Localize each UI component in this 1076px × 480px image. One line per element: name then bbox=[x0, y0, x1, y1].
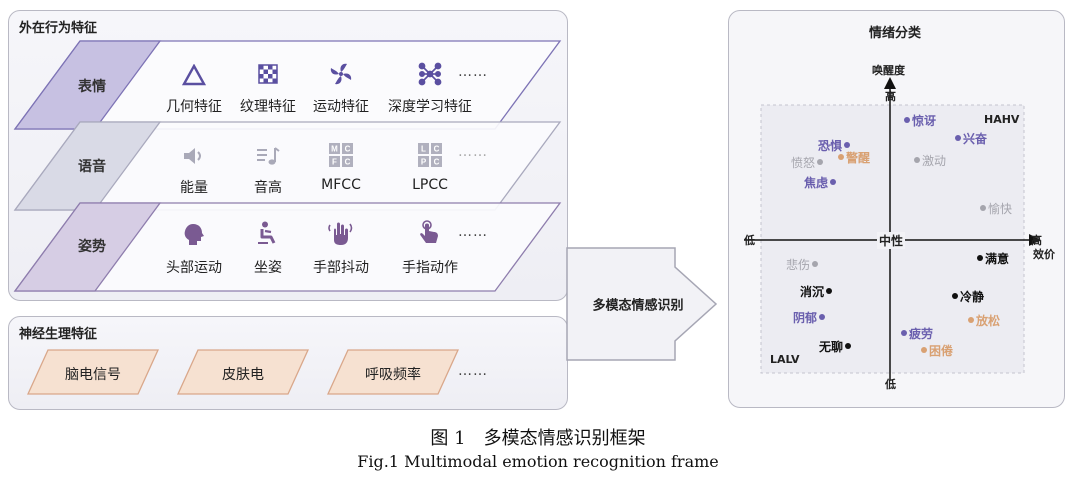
figure-caption-cn: 图 1 多模态情感识别框架 bbox=[430, 428, 646, 449]
emotion-label: 困倦 bbox=[929, 344, 954, 358]
lpcc-icon-letter: L bbox=[421, 145, 426, 154]
waving-hand-icon bbox=[328, 222, 353, 245]
emotion-label: 无聊 bbox=[818, 340, 843, 354]
feature-label-head-motion: 头部运动 bbox=[166, 260, 222, 276]
more-ellipsis: …… bbox=[458, 363, 488, 379]
y-axis-low: 低 bbox=[885, 378, 896, 391]
arrow-shape bbox=[566, 247, 718, 361]
mfcc-icon-letter: M bbox=[331, 145, 338, 154]
sitting-person-icon bbox=[258, 221, 276, 244]
mfcc-icon-letter: C bbox=[345, 158, 351, 167]
emotion-dot bbox=[830, 179, 836, 185]
emotion-panel-title: 情绪分类 bbox=[868, 26, 922, 41]
feature-label-mfcc: MFCC bbox=[321, 177, 361, 193]
emotion-dot bbox=[819, 314, 825, 320]
arrow-label: 多模态情感识别 bbox=[592, 298, 684, 314]
lpcc-icon-letter: P bbox=[421, 158, 427, 167]
category-expression: 表情 bbox=[78, 79, 106, 95]
emotion-dot bbox=[952, 293, 958, 299]
physio-label-eeg: 脑电信号 bbox=[65, 367, 121, 383]
emotion-label: 放松 bbox=[976, 314, 1001, 328]
lpcc-grid-icon: L C P C bbox=[418, 143, 442, 167]
y-axis-label: 唤醒度 bbox=[872, 64, 905, 77]
emotion-label: 消沉 bbox=[799, 285, 824, 299]
head-icon bbox=[184, 224, 204, 245]
emotion-label: 疲劳 bbox=[909, 327, 934, 341]
emotion-dot bbox=[901, 330, 907, 336]
mfcc-icon-letter: F bbox=[332, 158, 337, 167]
category-voice: 语音 bbox=[78, 159, 106, 175]
emotion-label: 兴奋 bbox=[963, 132, 988, 146]
emotion-label: 焦虑 bbox=[803, 176, 828, 190]
emotion-dot bbox=[968, 317, 974, 323]
emotion-dot bbox=[845, 343, 851, 349]
emotion-dot bbox=[844, 142, 850, 148]
physio-label-respiration: 呼吸频率 bbox=[365, 367, 421, 383]
more-ellipsis: …… bbox=[458, 64, 488, 80]
lpcc-icon-letter: C bbox=[434, 158, 440, 167]
x-axis-label: 效价 bbox=[1033, 248, 1055, 261]
triangle-icon bbox=[182, 64, 206, 86]
center-neutral: 中性 bbox=[877, 232, 906, 249]
emotion-dot bbox=[812, 261, 818, 267]
emotion-label: 警醒 bbox=[846, 151, 871, 165]
checker-texture-icon bbox=[258, 64, 278, 84]
x-axis-high: 高 bbox=[1031, 234, 1042, 247]
pointing-finger-icon bbox=[420, 220, 438, 243]
layer-tab-posture bbox=[13, 202, 162, 292]
emotion-label: 愤怒 bbox=[790, 156, 815, 170]
x-axis-low: 低 bbox=[744, 234, 755, 247]
physio-box-respiration bbox=[326, 349, 460, 395]
emotion-label: 冷静 bbox=[960, 290, 985, 304]
emotion-dot bbox=[921, 347, 927, 353]
emotion-dot bbox=[838, 154, 844, 160]
emotion-label: 满意 bbox=[985, 252, 1010, 266]
emotion-dot bbox=[980, 205, 986, 211]
behavior-panel-title: 外在行为特征 bbox=[19, 21, 98, 36]
emotion-label: 阴郁 bbox=[792, 311, 817, 325]
neural-pattern-icon bbox=[418, 62, 442, 86]
category-posture: 姿势 bbox=[78, 239, 106, 255]
emotion-dot bbox=[817, 159, 823, 165]
emotion-dot bbox=[955, 135, 961, 141]
y-axis-high: 高 bbox=[885, 90, 896, 103]
music-note-icon bbox=[257, 147, 280, 165]
lpcc-icon-letter: C bbox=[434, 145, 440, 154]
feature-label-texture: 纹理特征 bbox=[240, 99, 296, 115]
figure-caption-en: Fig.1 Multimodal emotion recognition fra… bbox=[357, 452, 719, 471]
emotion-dot bbox=[904, 117, 910, 123]
physio-label-eda: 皮肤电 bbox=[222, 367, 264, 383]
feature-label-deep-learning: 深度学习特征 bbox=[388, 99, 472, 115]
feature-label-energy: 能量 bbox=[180, 180, 208, 196]
mfcc-icon-letter: C bbox=[345, 145, 351, 154]
emotion-dot bbox=[826, 288, 832, 294]
emotion-dot bbox=[977, 255, 983, 261]
quadrant-hahv: HAHV bbox=[984, 113, 1020, 126]
more-ellipsis: …… bbox=[458, 224, 488, 240]
physio-box-eeg bbox=[26, 349, 160, 395]
pinwheel-icon bbox=[330, 63, 352, 85]
quadrant-lalv: LALV bbox=[770, 353, 800, 366]
emotion-dot bbox=[914, 157, 920, 163]
feature-label-geometric: 几何特征 bbox=[166, 99, 222, 115]
emotion-label: 惊讶 bbox=[912, 114, 937, 128]
emotion-label: 激动 bbox=[922, 154, 947, 168]
physio-box-eda bbox=[176, 349, 310, 395]
emotion-label: 悲伤 bbox=[785, 258, 810, 272]
emotion-label: 愉快 bbox=[988, 202, 1013, 216]
feature-label-hand-tremor: 手部抖动 bbox=[313, 260, 369, 276]
feature-label-pitch: 音高 bbox=[254, 180, 282, 196]
speaker-icon bbox=[184, 148, 201, 164]
feature-label-finger-action: 手指动作 bbox=[402, 260, 458, 276]
mfcc-grid-icon: M C F C bbox=[329, 143, 353, 167]
feature-label-motion: 运动特征 bbox=[313, 99, 369, 115]
emotion-label: 恐惧 bbox=[817, 139, 842, 153]
more-ellipsis: …… bbox=[458, 144, 488, 160]
feature-label-lpcc: LPCC bbox=[412, 177, 448, 193]
physio-panel-title: 神经生理特征 bbox=[19, 327, 98, 342]
feature-label-sitting: 坐姿 bbox=[254, 260, 282, 276]
